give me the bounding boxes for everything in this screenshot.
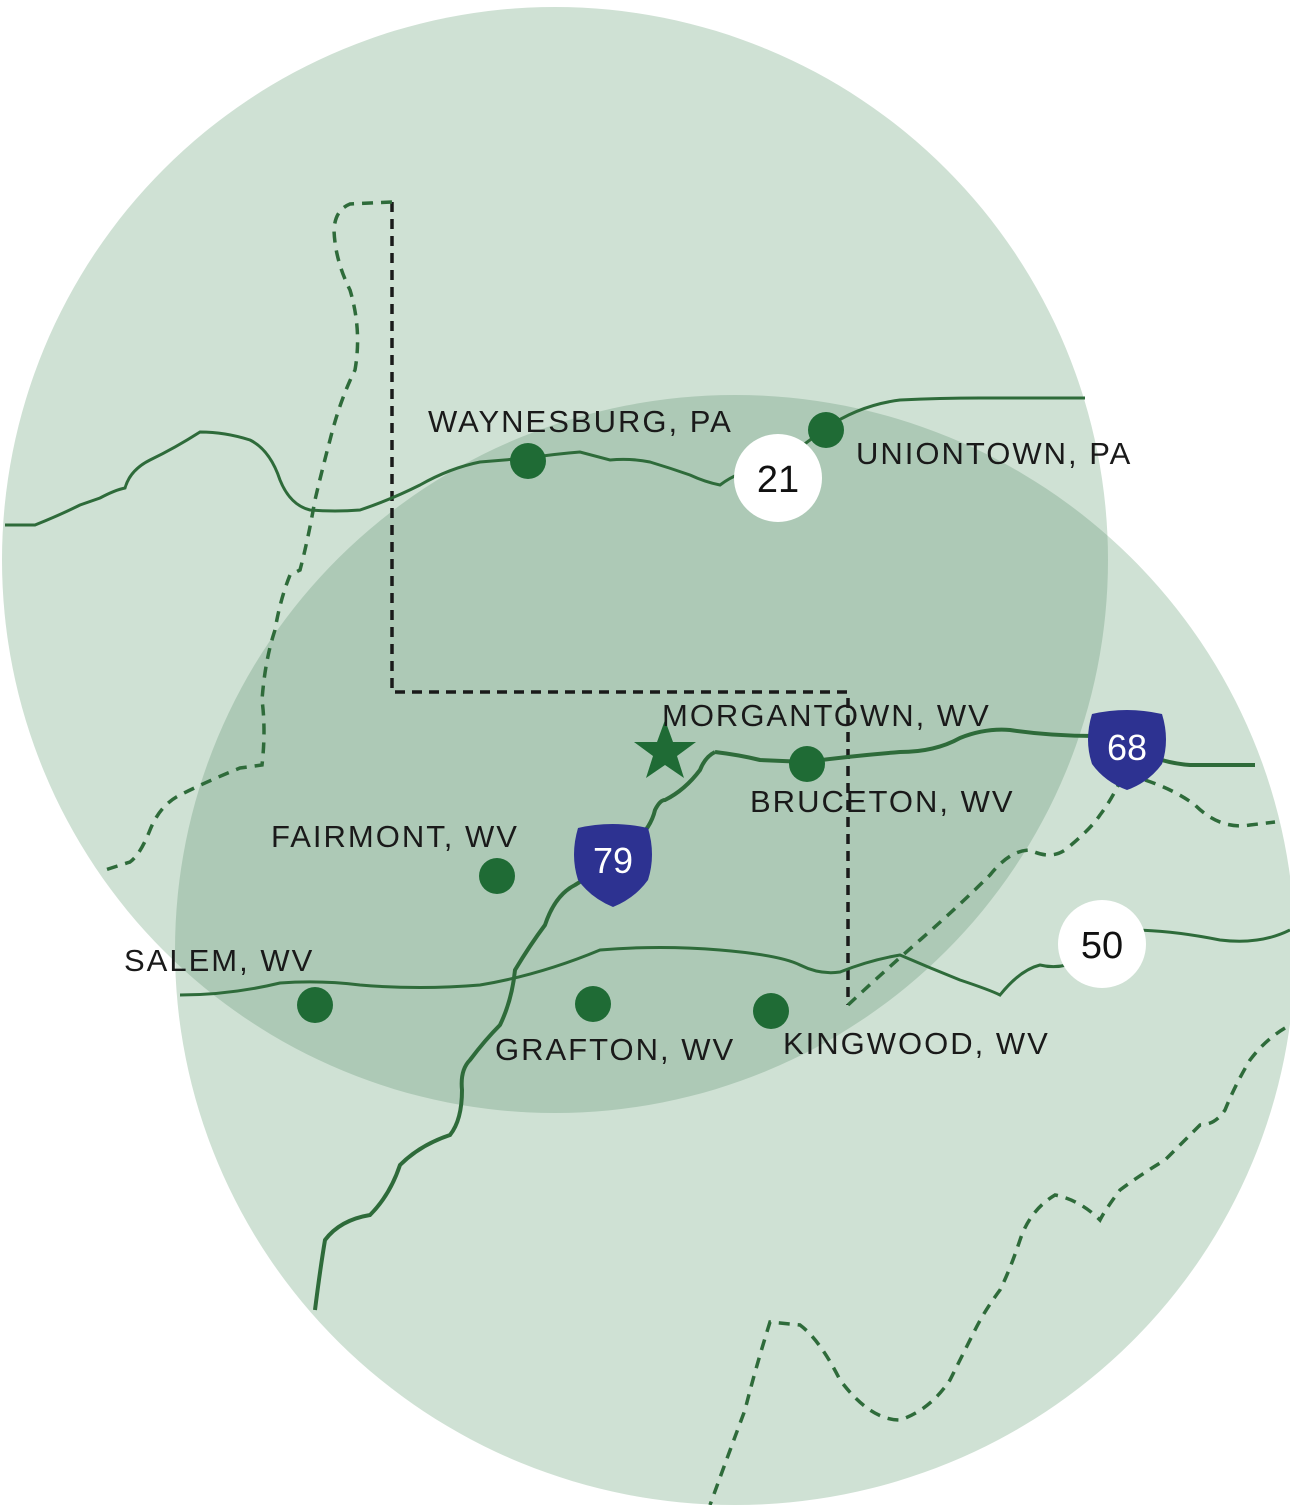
interstate-68-shield: 68 [1088,710,1166,790]
city-dot-uniontown[interactable] [808,412,844,448]
route-50-number: 50 [1081,925,1123,967]
city-dot-grafton[interactable] [575,986,611,1022]
city-dot-bruceton[interactable] [789,746,825,782]
city-label-morgantown: MORGANTOWN, WV [662,698,991,733]
star-icon[interactable] [634,720,696,778]
river-east-branch [1144,778,1276,828]
city-label-uniontown: UNIONTOWN, PA [856,436,1132,471]
river-west [104,200,393,872]
city-dot-waynesburg[interactable] [510,443,546,479]
city-label-waynesburg: WAYNESBURG, PA [428,404,733,439]
city-label-kingwood: KINGWOOD, WV [783,1026,1050,1061]
route-21-number: 21 [757,459,799,501]
interstate-79-shield: 79 [574,824,652,907]
state-border [390,202,850,1005]
city-dot-salem[interactable] [297,987,333,1023]
road-i79 [313,750,716,1311]
city-dot-kingwood[interactable] [753,993,789,1029]
city-label-grafton: GRAFTON, WV [495,1032,735,1067]
city-label-fairmont: FAIRMONT, WV [271,819,519,854]
interstate-68-number: 68 [1107,727,1147,768]
river-southeast [708,1026,1286,1505]
city-label-bruceton: BRUCETON, WV [750,784,1015,819]
city-label-salem: SALEM, WV [124,943,314,978]
interstate-79-number: 79 [593,840,633,881]
city-dot-fairmont[interactable] [479,858,515,894]
river-east-68 [846,769,1127,1007]
route-21-badge: 21 [734,434,822,522]
route-50-badge: 50 [1058,900,1146,988]
